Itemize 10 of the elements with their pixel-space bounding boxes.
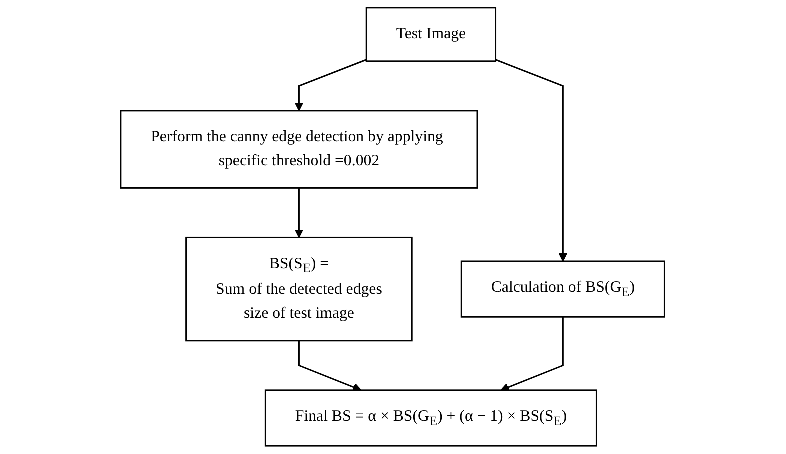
- node-box: Perform the canny edge detection by applying specific threshold =0.002: [120, 110, 478, 189]
- node-box: BS(S$_{E}$) = Sum of the detected edges size of test image: [186, 236, 414, 342]
- arrow: [496, 59, 568, 262]
- node-box: Test Image: [366, 7, 497, 62]
- node-box: Final BS = α × BS(G$_{E}$) + (α − 1) × BS(S$_{E}$): [265, 390, 598, 447]
- arrow: [500, 317, 564, 392]
- arrow: [295, 188, 304, 238]
- node-box: Calculation of BS(G$_{E}$): [461, 260, 666, 318]
- arrow: [295, 59, 368, 112]
- arrow: [298, 340, 362, 392]
